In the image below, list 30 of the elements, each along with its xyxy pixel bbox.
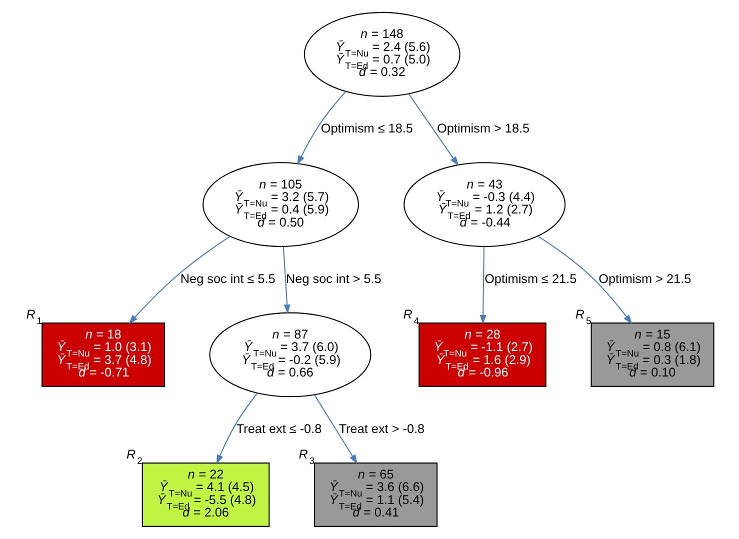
arrow xyxy=(128,236,230,324)
arrow xyxy=(314,394,357,464)
node-ellipse: n = 148 Ȳ$_{T=Nu}$ = 2.4 (5.6) Ȳ$_{T=Ed}$ = 0.7 (5.0) d = 0.32 xyxy=(303,12,460,97)
edge-label: Optimism ≤ 21.5 xyxy=(484,272,576,286)
node-label: R$_{5}$ xyxy=(574,307,591,327)
node-label: R$_{2}$ xyxy=(126,447,142,467)
edge-label: Treat ext ≤ -0.8 xyxy=(236,422,322,436)
node-box: n = 18 Ȳ$_{T=Nu}$ = 1.0 (3.1) Ȳ$_{T=Ed}$ = 3.7 (4.8) d = -0.71 xyxy=(41,322,165,387)
node-ellipse: n = 87 Ȳ$_{T=Nu}$ = 3.7 (6.0) Ȳ$_{T=Ed}$ = -0.2 (5.9) d = 0.66 xyxy=(208,312,371,398)
node-label: R$_{3}$ xyxy=(298,447,314,467)
edge-label: Optimism > 21.5 xyxy=(598,272,691,286)
edge-label: Optimism ≤ 18.5 xyxy=(320,122,412,136)
node-box: n = 65 Ȳ$_{T=Nu}$ = 3.6 (6.6) Ȳ$_{T=Ed}$ = 1.1 (5.4) d = 0.41 xyxy=(314,462,438,527)
arrow xyxy=(537,236,632,324)
arrow xyxy=(216,392,258,464)
edge-label: Treat ext > -0.8 xyxy=(338,422,424,436)
edge-label: Neg soc int ≤ 5.5 xyxy=(180,272,275,286)
node-box: n = 28 Ȳ$_{T=Nu}$ = -1.1 (2.7) Ȳ$_{T=Ed}$ = 1.6 (2.9) d = -0.96 xyxy=(418,322,546,387)
node-label: R$_{1}$ xyxy=(26,307,42,327)
node-ellipse: n = 43 Ȳ$_{T=Nu}$ = -0.3 (4.4) Ȳ$_{T=Ed}$ = 1.2 (2.7) d = -0.44 xyxy=(403,162,566,247)
node-box: n = 15 Ȳ$_{T=Nu}$ = 0.8 (6.1) Ȳ$_{T=Ed}$ = 0.3 (1.8) d = 0.10 xyxy=(590,322,714,387)
node-box: n = 22 Ȳ$_{T=Nu}$ = 4.1 (4.5) Ȳ$_{T=Ed}$ = -5.5 (4.8) d = 2.06 xyxy=(141,462,270,527)
arrow xyxy=(479,246,486,324)
node-label: R$_{4}$ xyxy=(402,307,419,327)
edge-label: Optimism > 18.5 xyxy=(436,122,530,136)
arrow xyxy=(282,246,290,314)
arrow xyxy=(408,94,458,166)
edge-label: Neg soc int > 5.5 xyxy=(286,272,381,286)
node-ellipse: n = 105 Ȳ$_{T=Nu}$ = 3.2 (5.7) Ȳ$_{T=Ed}$ = 0.4 (5.9) d = 0.50 xyxy=(202,162,358,247)
arrow xyxy=(296,91,346,166)
